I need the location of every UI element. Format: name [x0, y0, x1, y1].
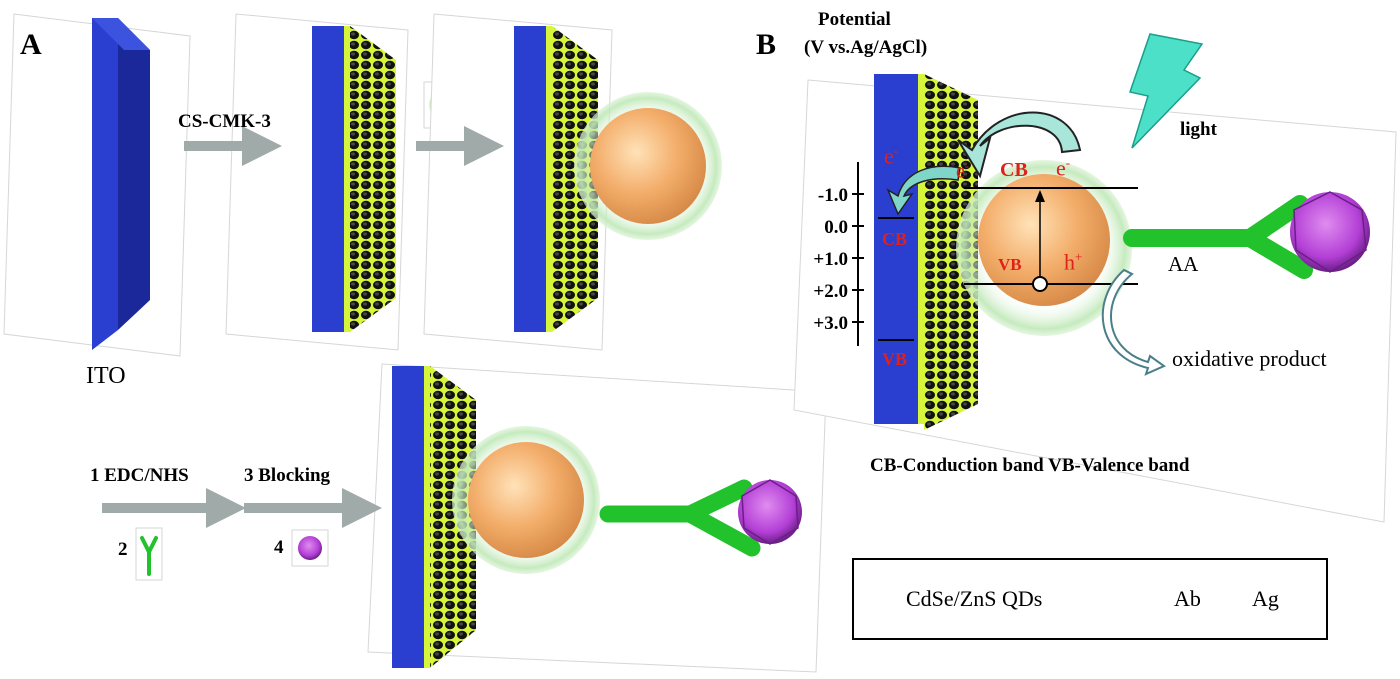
electron-transfer-arrow — [886, 111, 1082, 216]
step-antigen-number: 4 — [274, 537, 284, 558]
electron-label-1: e- — [884, 143, 899, 169]
ito-label: ITO — [86, 363, 126, 389]
axis-tick-3: +2.0 — [813, 281, 848, 302]
antigen-small-icon — [291, 529, 329, 567]
step-antibody-number: 2 — [118, 539, 128, 560]
step-blocking-label: 3 Blocking — [244, 465, 331, 486]
step-edc-nhs-label: 1 EDC/NHS — [90, 465, 189, 486]
oxidation-arrow — [1101, 268, 1167, 376]
band-lines — [878, 187, 1138, 341]
axis-tick-0: -1.0 — [817, 185, 848, 206]
step-cs-cmk3-label: CS-CMK-3 — [178, 111, 271, 132]
legend-ag-label: Ag — [1252, 586, 1279, 611]
light-label: light — [1180, 119, 1217, 140]
potential-unit: (V vs.Ag/AgCl) — [804, 37, 928, 58]
legend-qd-label: CdSe/ZnS QDs — [906, 586, 1043, 611]
antibody-antigen-b — [1123, 191, 1370, 279]
qd-b — [956, 160, 1132, 336]
axis-tick-1: 0.0 — [824, 217, 848, 238]
electrode-b — [874, 74, 978, 430]
qd-vb-label: VB — [998, 255, 1022, 274]
hole-label: h+ — [1064, 249, 1083, 275]
qd-electrode-1 — [514, 26, 722, 332]
electrode-cb-label: CB — [882, 229, 908, 249]
mesh-electrode-1 — [312, 26, 396, 332]
panel-a-letter: A — [20, 28, 42, 61]
legend: CdSe/ZnS QDs Ab Ag — [852, 558, 1328, 640]
potential-title: Potential — [818, 9, 891, 30]
ito-electrode — [92, 18, 150, 350]
electrode-vb-label: VB — [882, 349, 908, 369]
axis-tick-4: +3.0 — [813, 313, 848, 334]
aa-label: AA — [1168, 252, 1199, 276]
band-caption: CB-Conduction band VB-Valence band — [870, 455, 1190, 476]
legend-ab-label: Ab — [1174, 586, 1201, 611]
antibody-small-icon — [135, 527, 163, 581]
electron-label-2: e- — [956, 159, 969, 183]
final-electrode — [392, 366, 802, 668]
oxidative-product-label: oxidative product — [1172, 346, 1327, 371]
lightning-icon — [1129, 33, 1204, 149]
axis-tick-2: +1.0 — [813, 249, 848, 270]
panel-b-letter: B — [756, 28, 777, 61]
potential-axis — [852, 162, 864, 346]
qd-cb-label: CB — [1000, 159, 1028, 181]
electron-label-3: e- — [1056, 155, 1071, 181]
